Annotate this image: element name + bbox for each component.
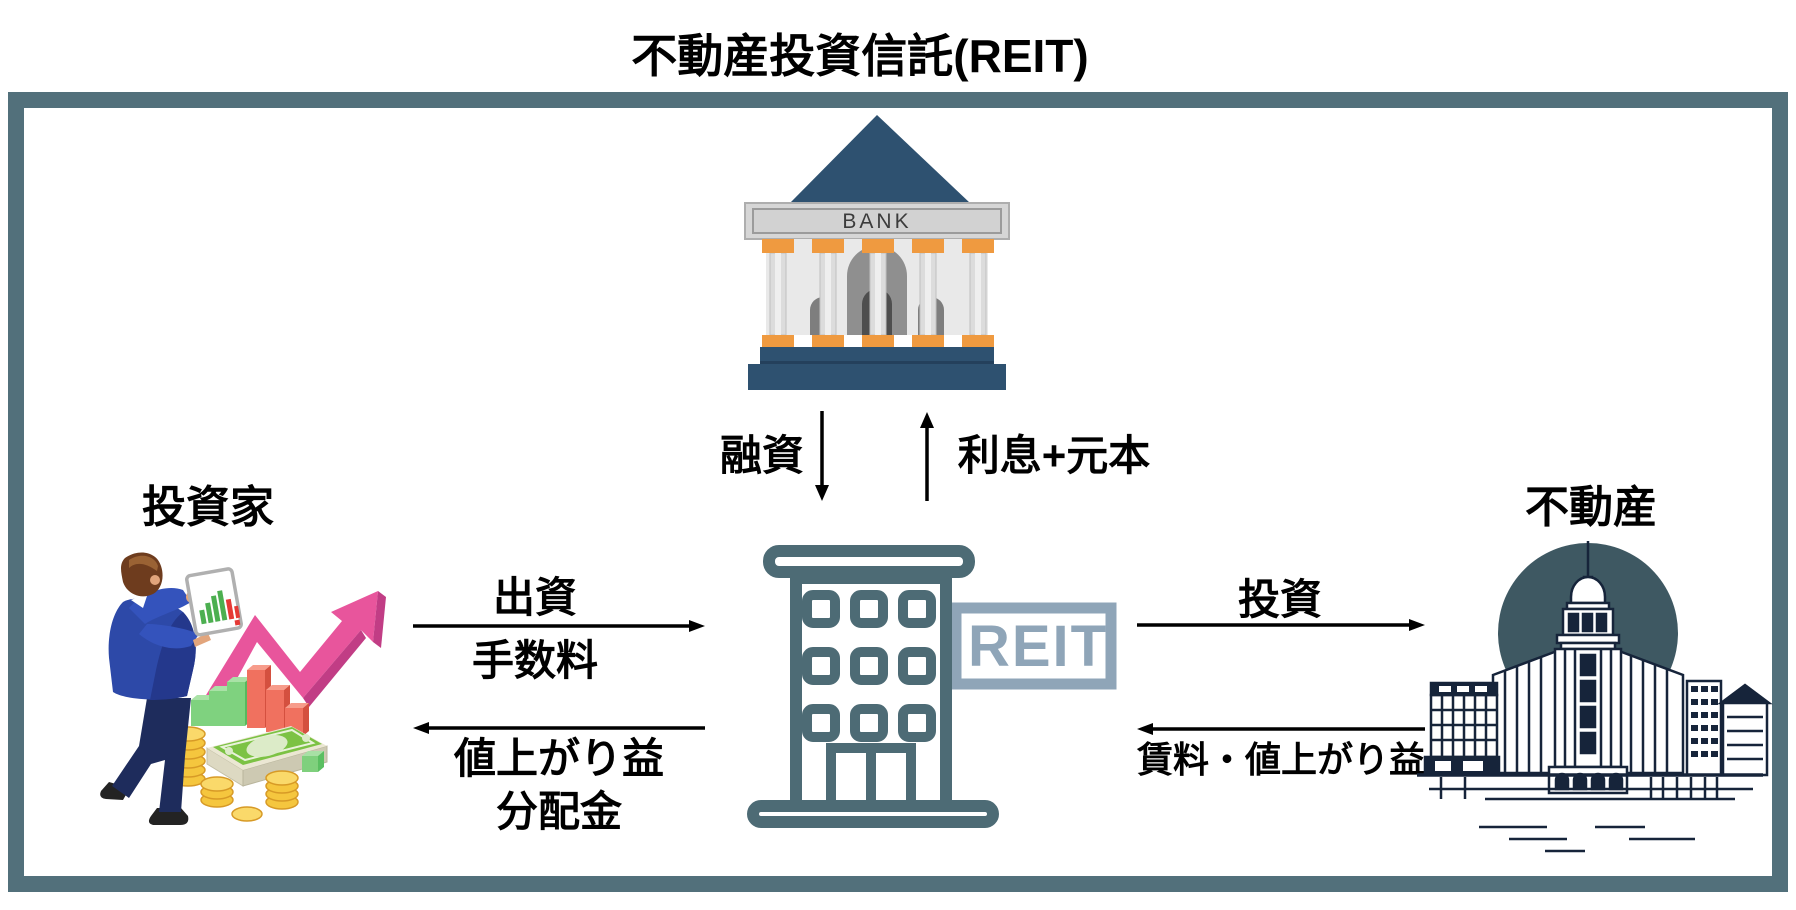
bank-step-1 [760, 347, 994, 364]
tablet [185, 567, 243, 637]
distribution-label: 分配金 [495, 788, 623, 835]
bar-chart-3d [191, 665, 309, 736]
rent-gain-arrow-left [1137, 723, 1425, 735]
investment-label: 投資 [1237, 576, 1323, 623]
page-title: 不動産投資信託(REIT) [631, 30, 1089, 82]
loan-arrow-down [815, 411, 829, 501]
real-estate-label: 不動産 [1525, 483, 1657, 532]
diagram-frame [8, 92, 1788, 892]
money-stack [206, 726, 328, 787]
gain-distribution-arrow-left [413, 722, 705, 734]
bank-columns [762, 239, 994, 349]
bank-sign-text: BANK [842, 210, 911, 233]
rent-gain-label: 賃料・値上がり益 [1136, 739, 1426, 780]
fee-label: 手数料 [471, 637, 599, 684]
reit-building-icon: REIT [747, 545, 1117, 828]
investor-label: 投資家 [142, 483, 274, 532]
bank-icon: BANK [744, 115, 1010, 390]
equity-label: 出資 [492, 574, 578, 621]
reit-sign: REIT [950, 602, 1117, 690]
green-cube [302, 751, 324, 772]
reit-sign-text: REIT [968, 614, 1108, 679]
reit-building [747, 545, 999, 828]
equity-fee-arrow-right [413, 620, 705, 632]
bank-step-2 [748, 364, 1006, 390]
investor-illustration [100, 552, 386, 825]
investment-arrow-right [1137, 619, 1425, 631]
city-buildings [1417, 541, 1773, 853]
city-illustration [1417, 541, 1773, 853]
investor-person [100, 552, 211, 825]
capital-gain-label: 値上がり益 [453, 735, 665, 782]
repayment-arrow-up [920, 412, 934, 501]
bank-roof [790, 115, 970, 203]
interest-principal-label: 利息+元本 [957, 432, 1151, 479]
loan-label: 融資 [719, 432, 805, 479]
